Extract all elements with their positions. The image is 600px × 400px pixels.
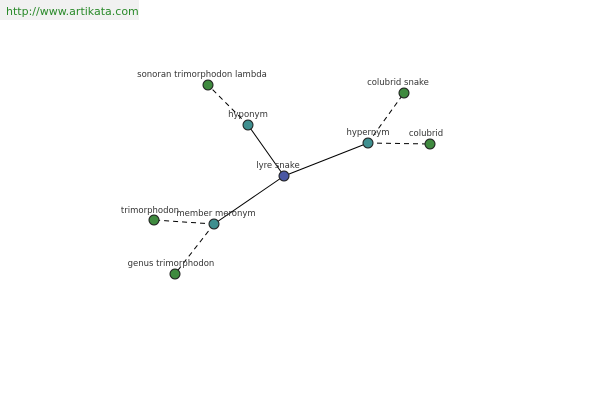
- node-root[interactable]: [278, 170, 290, 182]
- edge-root-hypernym: [283, 142, 369, 177]
- site-link[interactable]: http://www.artikata.com: [6, 5, 139, 18]
- label-colubrid-snake: colubrid snake: [367, 78, 429, 88]
- node-sonoran-trimorphodon-lambda[interactable]: [202, 79, 214, 91]
- node-colubrid-snake[interactable]: [398, 87, 410, 99]
- node-genus-trimorphodon[interactable]: [169, 268, 181, 280]
- edge-root-hyponym: [247, 124, 285, 177]
- label-genus-trimorphodon: genus trimorphodon: [128, 259, 215, 269]
- label-hypernym: hypernym: [346, 128, 389, 138]
- node-hyponym[interactable]: [242, 119, 254, 131]
- label-trimorphodon: trimorphodon: [121, 206, 179, 216]
- edge-meronym-leaf1: [153, 219, 215, 225]
- label-hyponym: hyponym: [228, 110, 268, 120]
- label-root: lyre snake: [256, 161, 300, 171]
- edge-root-member-meronym: [213, 175, 285, 225]
- node-hypernym[interactable]: [362, 137, 374, 149]
- node-trimorphodon[interactable]: [148, 214, 160, 226]
- label-sonoran-trimorphodon-lambda: sonoran trimorphodon lambda: [137, 70, 267, 80]
- edge-meronym-leaf2: [174, 223, 215, 275]
- edge-hypernym-leaf2: [367, 142, 431, 145]
- edge-hypernym-leaf1: [367, 92, 405, 144]
- label-member-meronym: member meronym: [176, 209, 255, 219]
- node-colubrid[interactable]: [424, 138, 436, 150]
- url-banner: http://www.artikata.com: [0, 0, 139, 20]
- label-colubrid: colubrid: [409, 129, 443, 139]
- edge-hyponym-leaf: [207, 84, 249, 126]
- node-member-meronym[interactable]: [208, 218, 220, 230]
